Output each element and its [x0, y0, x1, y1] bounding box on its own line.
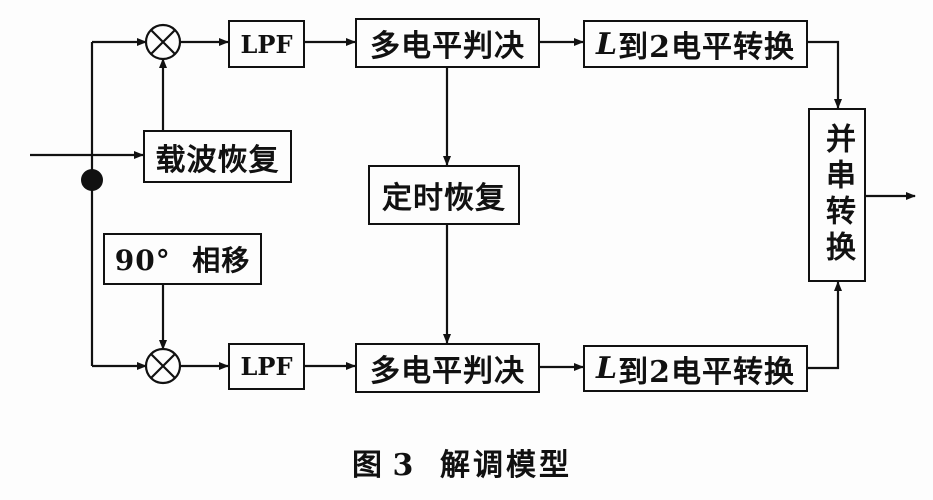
- figure-number: 图 3: [352, 448, 414, 483]
- top-lpf-block: LPF: [228, 20, 305, 68]
- top-converter-l-label: L: [596, 26, 619, 62]
- timing-recovery-label: 定时恢复: [382, 181, 506, 216]
- top-decision-block: 多电平判决: [355, 18, 540, 68]
- mixer-bottom: [144, 347, 182, 385]
- carrier-recovery-label: 载波恢复: [155, 142, 280, 178]
- bottom-converter-label: 到2电平转换: [618, 354, 795, 390]
- figure-title: 解调模型: [440, 448, 572, 483]
- top-decision-label: 多电平判决: [370, 29, 525, 64]
- phase-shift-label: 90° 相移: [114, 244, 251, 277]
- bottom-decision-label: 多电平判决: [370, 354, 525, 389]
- mixer-top: [144, 23, 182, 61]
- bottom-lpf-block: LPF: [228, 343, 305, 390]
- bottom-converter-l-label: L: [596, 351, 619, 386]
- parallel-serial-label: 并串转换: [820, 123, 855, 267]
- top-converter-label: 到2电平转换: [618, 30, 795, 65]
- parallel-serial-block: 并串转换: [808, 108, 866, 282]
- arrow-bottom-converter-to-parallel-serial: [808, 281, 842, 370]
- bottom-decision-block: 多电平判决: [355, 343, 540, 393]
- bottom-lpf-label: LPF: [240, 352, 293, 381]
- arrow-top-converter-to-parallel-serial: [808, 40, 842, 109]
- carrier-recovery-block: 载波恢复: [143, 130, 292, 183]
- top-lpf-label: LPF: [240, 29, 293, 59]
- junction-dot: [81, 169, 103, 191]
- timing-recovery-block: 定时恢复: [368, 165, 520, 225]
- phase-shift-block: 90° 相移: [103, 233, 262, 285]
